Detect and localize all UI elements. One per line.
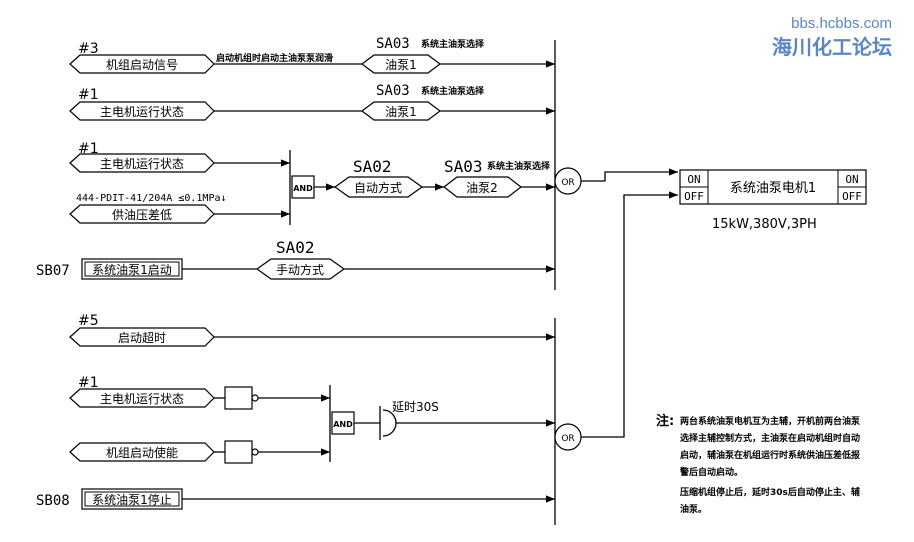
sa03-b-label: 油泵1 <box>385 105 417 119</box>
signal-tag-row5: #5 <box>78 313 99 329</box>
row1-note: 启动机组时启动主油泵泵润滑 <box>216 52 333 64</box>
signal-label-row3: 主电机运行状态 <box>100 157 184 171</box>
signal-label-row1: 机组启动信号 <box>106 58 178 72</box>
sa03-a-desc: 系统主油泵选择 <box>421 38 485 50</box>
signal-label-row4: 供油压差低 <box>112 208 172 222</box>
sa02-b-id: SA02 <box>276 238 315 257</box>
note-line-3: 启动，辅油泵在机组运行时系统供油压差低报 <box>680 449 860 461</box>
wire-or1-to-motor <box>581 168 678 182</box>
wire-or2-to-motor <box>581 191 678 438</box>
signal-tag-row4: 444-PDIT-41/204A ≤0.1MPa↓ <box>76 193 227 204</box>
sb08-button-inner <box>84 491 180 507</box>
sb08-id: SB08 <box>36 493 70 509</box>
motor-name: 系统油泵电机1 <box>730 181 816 196</box>
sa03-c-label: 油泵2 <box>466 181 498 195</box>
note-line-1: 两台系统油泵电机互为主辅，开机前两台油泵 <box>680 415 861 427</box>
sa03-b-id: SA03 <box>376 83 410 99</box>
signal-tag-row3: #1 <box>78 141 99 157</box>
motor-on-right: ON <box>845 173 858 186</box>
not1-gate <box>224 386 253 410</box>
not2-bubble <box>251 448 259 456</box>
timer-label: 延时30S <box>392 400 439 414</box>
signal-label-row5: 启动超时 <box>118 330 166 345</box>
sa03-c-desc: 系统主油泵选择 <box>487 160 551 172</box>
signal-label-row2: 主电机运行状态 <box>100 105 184 119</box>
and2-label: AND <box>333 420 353 429</box>
sb07-label: 系统油泵1启动 <box>92 263 172 277</box>
sb08-label: 系统油泵1停止 <box>92 492 172 507</box>
sa02-a-label: 自动方式 <box>354 180 402 195</box>
motor-on-left: ON <box>687 173 700 186</box>
sb07-button-inner <box>84 261 180 277</box>
signal-tag-row1: #3 <box>78 41 99 57</box>
sa02-a-id: SA02 <box>353 157 392 176</box>
sa03-c-id: SA03 <box>444 157 483 176</box>
signal-tag-row2: #1 <box>78 87 99 103</box>
watermark-url: bbs.hcbbs.com <box>791 15 892 32</box>
note-line-4: 警后自动启动。 <box>680 466 743 478</box>
signal-label-row6: 主电机运行状态 <box>100 392 184 406</box>
not2-gate <box>224 440 253 464</box>
motor-spec: 15kW,380V,3PH <box>712 217 817 232</box>
note-prefix: 注: <box>656 413 674 429</box>
sa02-b-label: 手动方式 <box>276 262 324 277</box>
or2-label: OR <box>561 434 574 444</box>
note-line-2: 选择主辅控制方式，主油泵在启动机组时自动 <box>680 432 860 444</box>
not1-bubble <box>251 394 259 402</box>
sa03-a-id: SA03 <box>376 36 410 52</box>
motor-block <box>679 169 867 205</box>
watermark-name: 海川化工论坛 <box>772 35 892 59</box>
note-line-6: 油泵。 <box>680 503 707 515</box>
or1-label: OR <box>561 178 574 188</box>
and1-label: AND <box>293 184 313 193</box>
motor-off-left: OFF <box>684 190 704 203</box>
sa03-a-label: 油泵1 <box>385 58 417 72</box>
sb07-id: SB07 <box>36 263 70 279</box>
motor-off-right: OFF <box>842 190 862 203</box>
signal-tag-row6: #1 <box>78 375 99 391</box>
note-line-5: 压缩机组停止后，延时30s后自动停止主、辅 <box>680 486 860 498</box>
sa03-b-desc: 系统主油泵选择 <box>421 85 485 97</box>
signal-label-row7: 机组启动使能 <box>106 445 178 460</box>
